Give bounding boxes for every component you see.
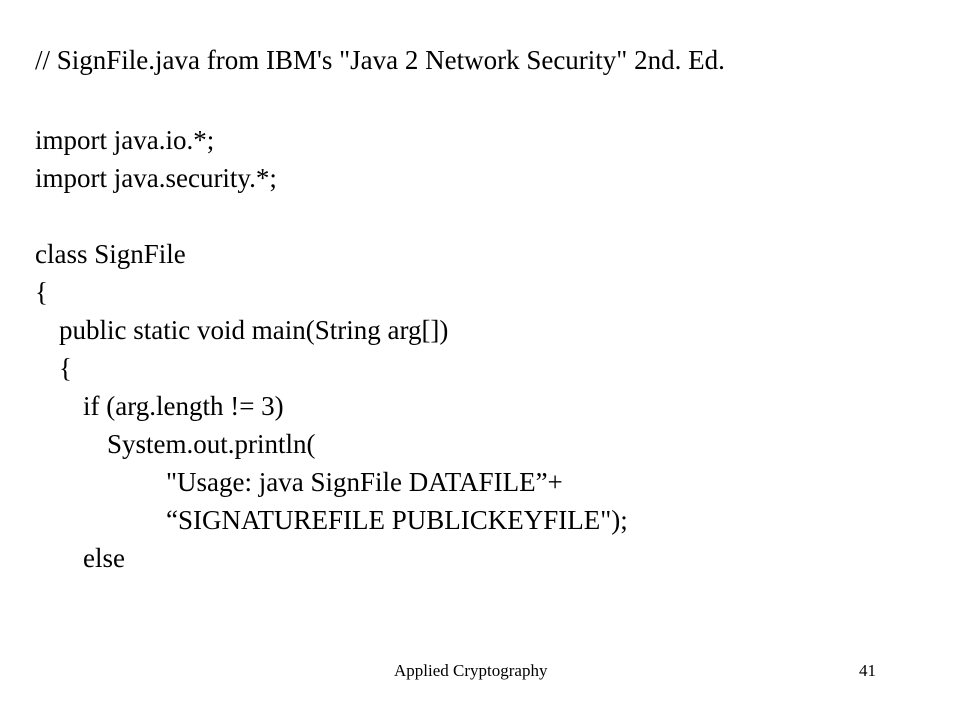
code-line-open-brace-method: { [59,353,72,383]
code-line-if-statement: if (arg.length != 3) [83,391,284,421]
code-line-println-call: System.out.println( [107,429,316,459]
code-line-import-security: import java.security.*; [35,163,277,193]
code-line-class-declaration: class SignFile [35,239,186,269]
code-line-usage-string-continued: “SIGNATUREFILE PUBLICKEYFILE"); [166,505,628,535]
code-line-import-io: import java.io.*; [35,125,215,155]
code-line-open-brace-class: { [35,277,48,307]
page-number: 41 [859,661,876,680]
footer-title: Applied Cryptography [394,661,548,680]
code-line-comment: // SignFile.java from IBM's "Java 2 Netw… [35,45,725,75]
code-line-main-method: public static void main(String arg[]) [59,315,449,345]
code-line-else: else [83,543,125,573]
code-line-usage-string: "Usage: java SignFile DATAFILE”+ [166,467,563,497]
